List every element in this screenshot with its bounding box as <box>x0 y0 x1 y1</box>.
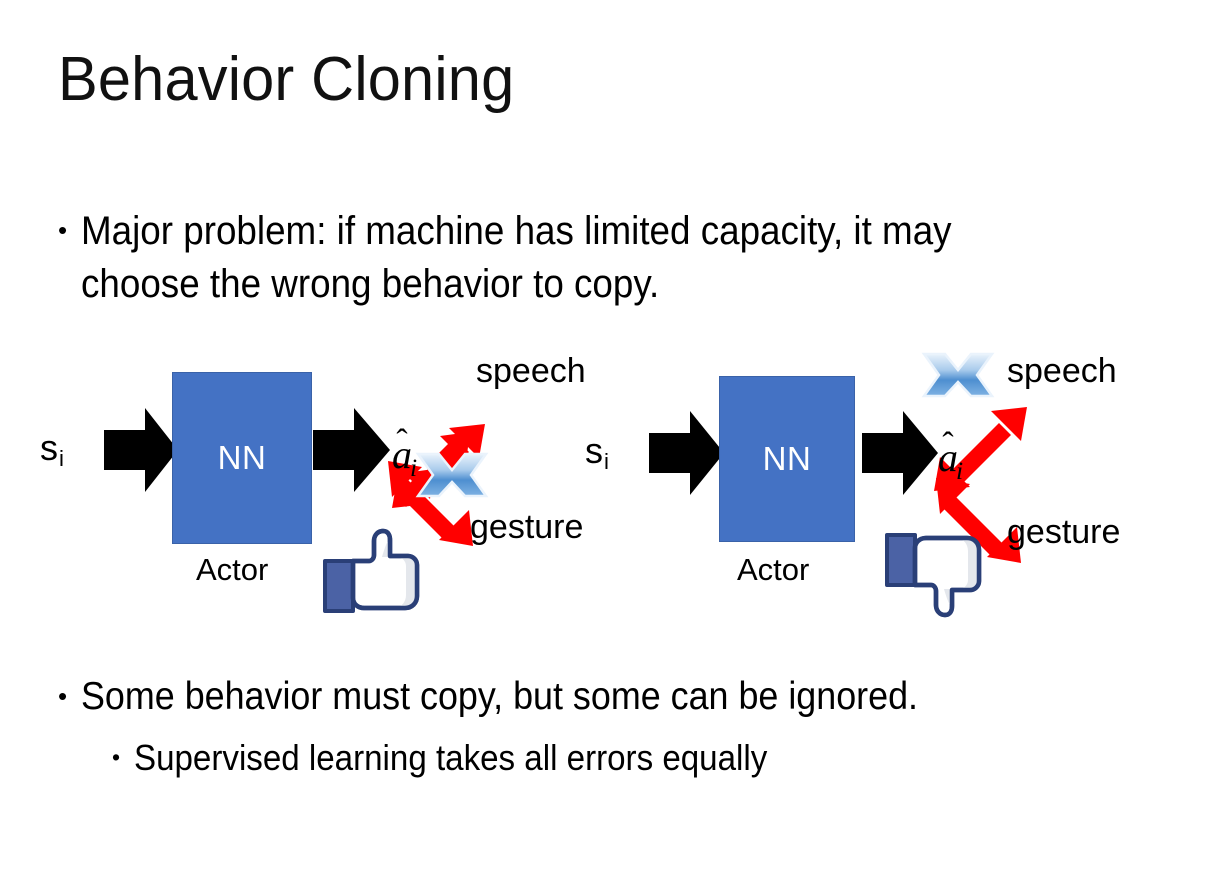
gesture-arrow-icon <box>388 461 473 546</box>
diagram-right: si NN Actor ̂ai <box>552 330 1192 640</box>
nn-box-left: NN <box>172 372 312 544</box>
gesture-arrow-icon <box>936 478 1021 563</box>
input-arrow-icon <box>649 411 724 495</box>
nn-box-label: NN <box>217 439 267 476</box>
cross-mark-speech-icon <box>921 352 995 398</box>
bullet-text-3: Supervised learning takes all errors equ… <box>134 737 768 778</box>
bullet-item-2: • Some behavior must copy, but some can … <box>58 672 1158 723</box>
actor-caption-right: Actor <box>737 552 810 587</box>
diagram-right-graphics <box>649 407 1027 563</box>
state-label-right: si <box>585 430 609 474</box>
cross-overlay-left <box>415 452 489 498</box>
action-label-left: ̂ai <box>392 432 418 482</box>
bullet-item-1: • Major problem: if machine has limited … <box>58 205 1148 311</box>
output-label-speech-left: speech <box>476 352 586 390</box>
thumbs-down-icon <box>885 533 982 618</box>
nn-box-right: NN <box>719 376 855 542</box>
output-label-gesture-left: gesture <box>470 508 584 546</box>
cross-overlay-right <box>921 352 995 398</box>
state-label-left: si <box>40 427 64 471</box>
bullet-item-3: • Supervised learning takes all errors e… <box>112 735 1152 782</box>
cross-mark-gesture-icon <box>415 452 489 498</box>
output-arrow-icon <box>862 411 938 495</box>
bullet-text-1: Major problem: if machine has limited ca… <box>81 209 952 306</box>
output-label-speech-right: speech <box>1007 352 1117 390</box>
bullet-text-2: Some behavior must copy, but some can be… <box>81 675 919 718</box>
diagram-left: si NN Ac <box>0 330 620 640</box>
bullet-marker-icon: • <box>112 744 121 770</box>
nn-box-label: NN <box>762 440 812 477</box>
bullet-marker-icon: • <box>58 681 68 711</box>
input-arrow-icon <box>104 408 178 492</box>
output-arrow-icon <box>313 408 390 492</box>
actor-caption-left: Actor <box>196 552 269 587</box>
output-label-gesture-right: gesture <box>1007 513 1121 551</box>
page-title: Behavior Cloning <box>58 45 515 114</box>
action-label-right: ̂ai <box>938 435 964 485</box>
bullet-marker-icon: • <box>58 215 68 245</box>
thumbs-up-icon <box>323 528 420 613</box>
